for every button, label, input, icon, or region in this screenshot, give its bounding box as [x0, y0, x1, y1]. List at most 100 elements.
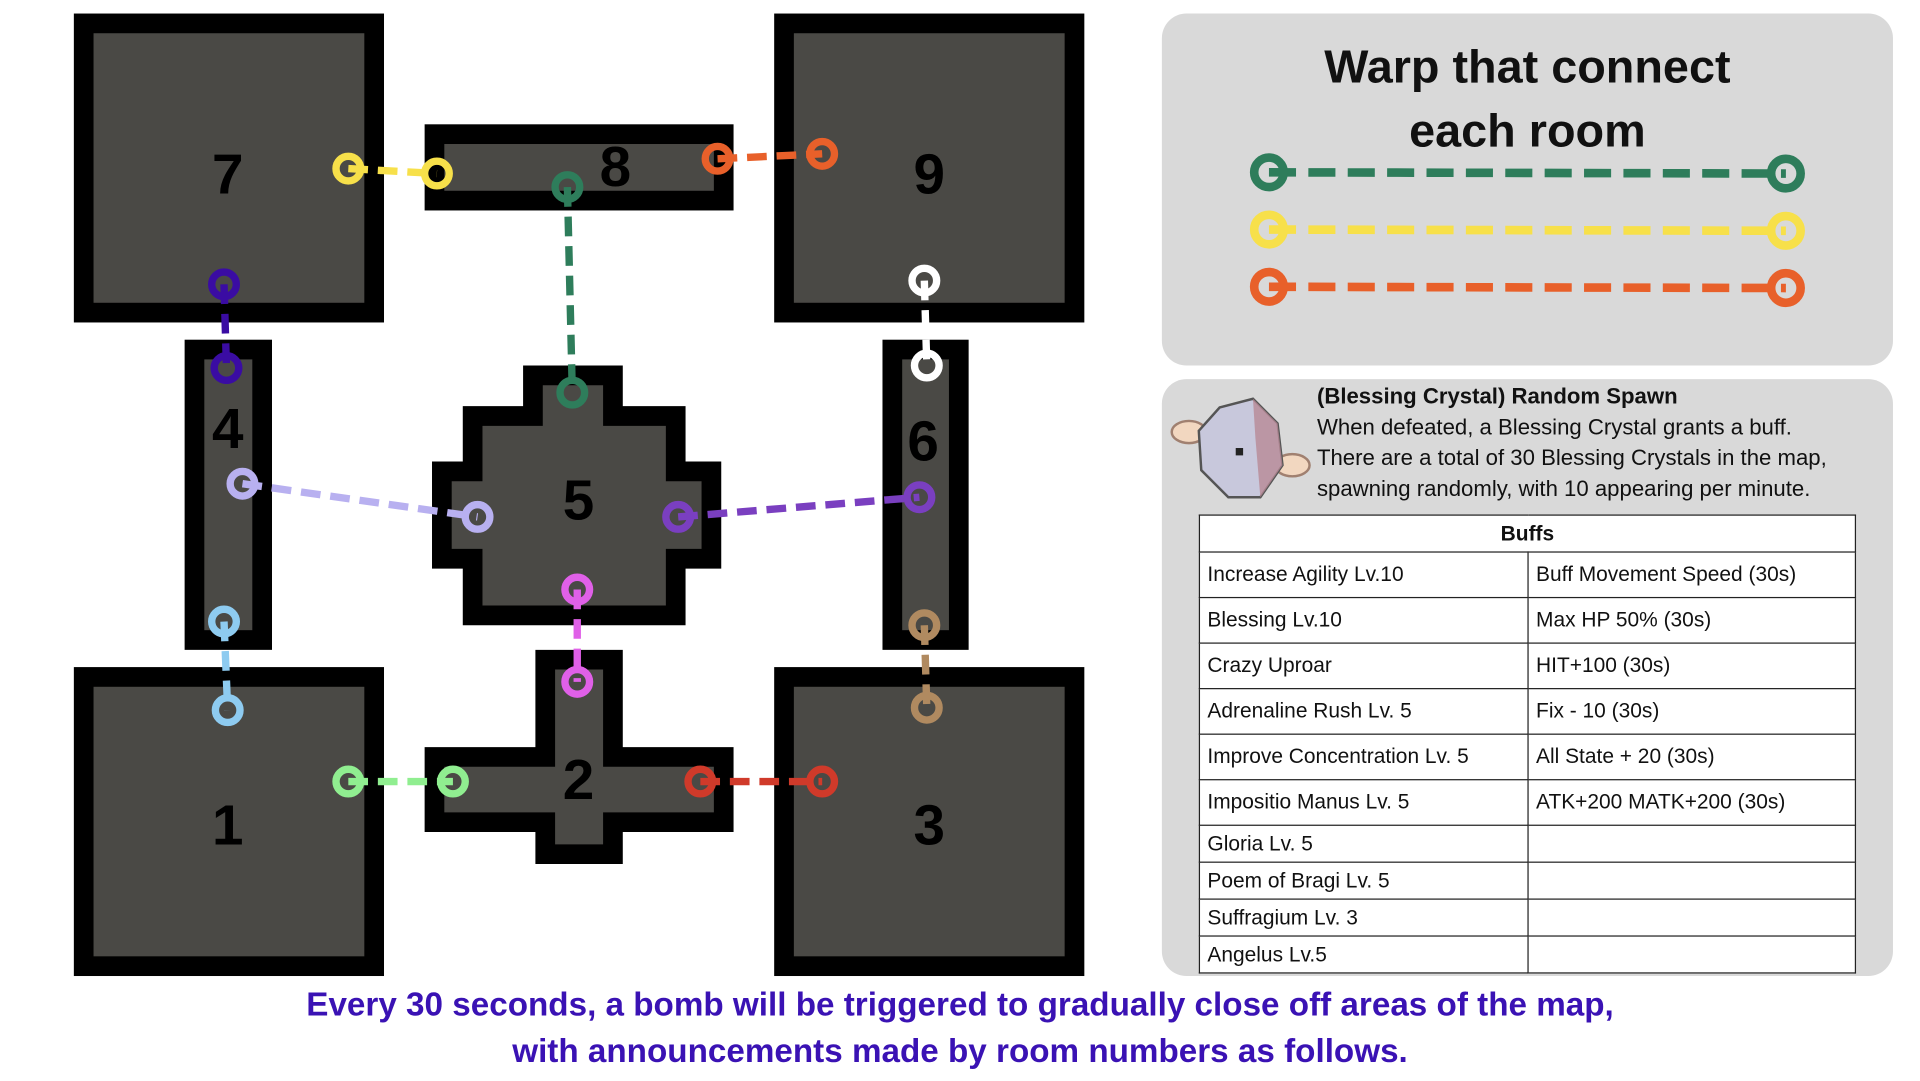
warp-7-4-endpoint [210, 352, 243, 385]
buff-skill: Gloria Lv. 5 [1198, 824, 1529, 863]
buff-row: Gloria Lv. 5 [1198, 824, 1857, 863]
warp-6-3-endpoint [910, 691, 943, 724]
room-label-4: 4 [212, 397, 244, 460]
warp-4-5-endpoint [226, 467, 259, 500]
warp-4-1-endpoint [208, 605, 241, 638]
warp-7-8-endpoint [420, 157, 453, 190]
warp-5-6-line [677, 493, 920, 521]
legend-warp-3-endpoint [1766, 268, 1805, 308]
warp-8-9-line [717, 150, 823, 163]
room-label-6: 6 [907, 410, 938, 473]
warp-8-5-line [563, 186, 577, 393]
buff-effect: Fix - 10 (30s) [1527, 688, 1857, 735]
legend-title: Warp that connect each room [1162, 36, 1893, 164]
warp-5-2-endpoint [561, 573, 594, 606]
buffs-header: Buffs [1198, 514, 1857, 553]
buff-row: Angelus Lv.5 [1198, 935, 1857, 974]
room-6 [882, 339, 969, 650]
room-9 [774, 13, 1085, 323]
legend-warp-1-endpoint [1249, 153, 1289, 192]
room-2 [424, 649, 734, 865]
buff-effect: Buff Movement Speed (30s) [1527, 551, 1857, 599]
room-label-7: 7 [212, 142, 243, 205]
room-label-5: 5 [563, 469, 594, 532]
buff-skill: Increase Agility Lv.10 [1198, 551, 1529, 599]
warp-8-5-endpoint [556, 376, 589, 409]
legend-warp-2-line [1268, 225, 1786, 236]
blessing-crystal-icon [1170, 397, 1311, 499]
room-label-2: 2 [563, 748, 594, 811]
buff-skill: Poem of Bragi Lv. 5 [1198, 861, 1529, 900]
room-label-1: 1 [212, 794, 243, 857]
buff-skill: Blessing Lv.10 [1198, 596, 1529, 644]
room-map: 7 8 9 4 5 6 1 2 3 [73, 13, 1085, 977]
buff-row: Suffragium Lv. 3 [1198, 898, 1857, 937]
legend-warp-1-line [1268, 168, 1786, 178]
crystal-description-2: There are a total of 30 Blessing Crystal… [1316, 445, 1827, 471]
legend-warp-2-endpoint [1249, 210, 1289, 249]
crystal-description-1: When defeated, a Blessing Crystal grants… [1316, 414, 1792, 440]
buff-effect [1527, 898, 1857, 937]
buff-effect: ATK+200 MATK+200 (30s) [1527, 779, 1857, 826]
footer-line-2: with announcements made by room numbers … [512, 1032, 1408, 1070]
warp-5-6-endpoint [903, 481, 936, 514]
buff-skill: Suffragium Lv. 3 [1198, 898, 1529, 937]
room-3 [774, 667, 1085, 977]
warp-8-5-endpoint [551, 171, 584, 204]
blessing-crystal-panel: (Blessing Crystal) Random Spawn When def… [1161, 379, 1893, 977]
buff-skill: Adrenaline Rush Lv. 5 [1198, 688, 1529, 735]
warp-1-2-endpoint [332, 765, 365, 798]
warp-8-9-endpoint [806, 137, 839, 170]
legend-warp-1-endpoint [1766, 154, 1805, 193]
warp-legend: Warp that connect each room [1161, 13, 1893, 366]
warp-4-5-endpoint [461, 500, 494, 533]
warp-4-5-line [241, 480, 479, 521]
warp-5-2-endpoint [561, 665, 594, 698]
warp-5-6-endpoint [662, 500, 695, 533]
crystal-title: (Blessing Crystal) Random Spawn [1316, 384, 1678, 409]
warp-2-3-endpoint [684, 765, 717, 798]
buff-effect: Max HP 50% (30s) [1527, 596, 1857, 644]
legend-warp-lines [1249, 153, 1805, 308]
buff-skill: Crazy Uproar [1198, 642, 1529, 690]
legend-title-line2: each room [1409, 105, 1646, 158]
room-label-3: 3 [914, 794, 945, 857]
warp-7-8-endpoint [332, 152, 365, 185]
legend-warp-3-line [1268, 282, 1786, 293]
room-5 [432, 365, 722, 626]
buff-effect: HIT+100 (30s) [1527, 642, 1857, 690]
room-7 [73, 13, 385, 323]
warp-4-1-endpoint [211, 694, 244, 727]
crystal-description-3: spawning randomly, with 10 appearing per… [1316, 476, 1811, 501]
legend-warp-2-endpoint [1766, 211, 1805, 250]
warp-2-3-endpoint [806, 765, 839, 798]
footer-line-1: Every 30 seconds, a bomb will be trigger… [306, 985, 1614, 1023]
warp-9-6-endpoint [908, 264, 941, 297]
legend-title-line1: Warp that connect [1324, 41, 1731, 94]
buff-effect [1527, 935, 1857, 974]
buff-effect: All State + 20 (30s) [1527, 733, 1857, 781]
room-label-8: 8 [600, 135, 631, 198]
buff-skill: Improve Concentration Lv. 5 [1198, 733, 1529, 781]
buff-skill: Angelus Lv.5 [1198, 935, 1529, 974]
legend-warp-3-endpoint [1249, 267, 1289, 306]
warp-8-9-endpoint [701, 142, 734, 175]
buff-effect [1527, 861, 1857, 900]
room-8 [424, 124, 734, 211]
warp-6-3-endpoint [908, 609, 941, 642]
buff-row: Poem of Bragi Lv. 5 [1198, 861, 1857, 900]
buff-skill: Impositio Manus Lv. 5 [1198, 779, 1529, 826]
warp-1-2-endpoint [436, 765, 469, 798]
room-label-9: 9 [914, 142, 945, 205]
buff-effect [1527, 824, 1857, 863]
warp-9-6-endpoint [910, 349, 943, 382]
warp-7-4-endpoint [208, 268, 241, 301]
